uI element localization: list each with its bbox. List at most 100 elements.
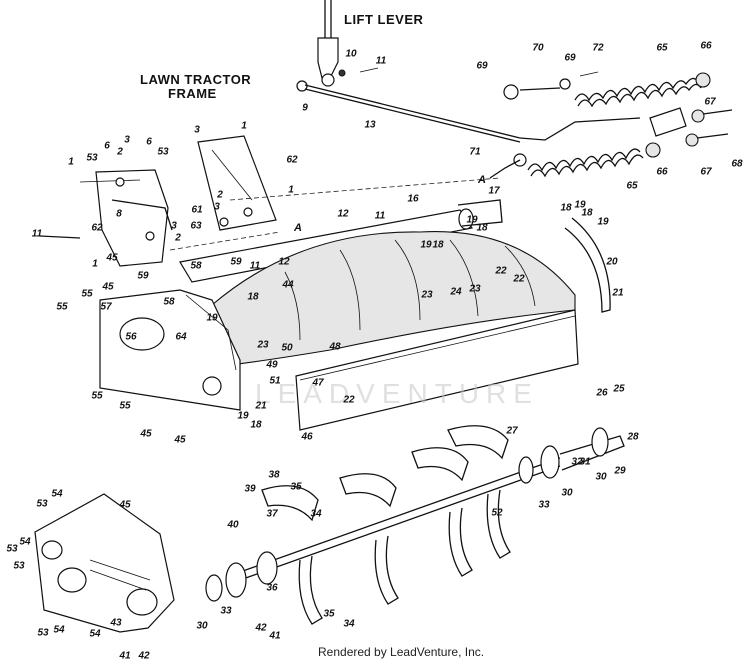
callout-1d: 1: [92, 258, 98, 270]
hitch-bracket-left: [39, 169, 173, 267]
callout-19d: 19: [574, 199, 586, 211]
callout-23a: 23: [257, 339, 269, 351]
callout-45c: 45: [140, 428, 152, 440]
callout-11b: 11: [31, 228, 43, 240]
callout-65a: 65: [656, 42, 668, 54]
callout-30b: 30: [561, 487, 573, 499]
callout-6b: 6: [146, 136, 152, 148]
callout-22c: 22: [343, 394, 355, 406]
callout-63: 63: [190, 220, 202, 232]
callout-58b: 58: [163, 296, 175, 308]
footer-credit: Rendered by LeadVenture, Inc.: [318, 645, 485, 659]
callout-18d: 18: [560, 202, 572, 214]
callout-12a: 12: [337, 208, 349, 220]
callout-66a: 66: [700, 40, 712, 52]
callout-69a: 69: [476, 60, 488, 72]
spring-lower: [489, 107, 733, 179]
callout-11d: 11: [249, 260, 261, 272]
callout-53c: 53: [36, 498, 48, 510]
callout-53f: 53: [37, 627, 49, 639]
callout-62b: 62: [91, 222, 103, 234]
left-side-plate: [99, 289, 241, 411]
callout-47: 47: [312, 377, 324, 389]
callout-65b: 65: [626, 180, 638, 192]
callout-9: 9: [302, 102, 308, 114]
callout-45a: 45: [106, 252, 118, 264]
callout-11a: 11: [375, 55, 387, 67]
callout-23b: 23: [421, 289, 433, 301]
callout-20: 20: [606, 256, 618, 268]
callout-48: 48: [329, 341, 341, 353]
callout-62a: 62: [286, 154, 298, 166]
chain-drive-housing: [34, 493, 175, 633]
callout-42a: 42: [255, 622, 267, 634]
callout-11c: 11: [374, 210, 386, 222]
callout-35a: 35: [290, 481, 302, 493]
callout-61: 61: [191, 204, 203, 216]
callout-28: 28: [627, 431, 639, 443]
callout-43: 43: [110, 617, 122, 629]
callout-31: 31: [579, 456, 591, 468]
callout-42b: 42: [138, 650, 150, 662]
callout-37: 37: [266, 508, 278, 520]
spring-upper: [503, 71, 711, 108]
callout-54b: 54: [19, 536, 31, 548]
callout-66b: 66: [656, 166, 668, 178]
callout-40: 40: [227, 519, 239, 531]
callout-53e: 53: [13, 560, 25, 572]
callout-13: 13: [364, 119, 376, 131]
callout-19b: 19: [420, 239, 432, 251]
callout-19c: 19: [466, 214, 478, 226]
callout-18f: 18: [250, 419, 262, 431]
callout-64: 64: [175, 331, 187, 343]
callout-8: 8: [116, 208, 122, 220]
callout-45b: 45: [102, 281, 114, 293]
callout-41a: 41: [269, 630, 281, 642]
callout-52: 52: [491, 507, 503, 519]
callout-68: 68: [731, 158, 743, 170]
callout-2b: 2: [217, 189, 223, 201]
callout-71: 71: [469, 146, 481, 158]
callout-1b: 1: [68, 156, 74, 168]
callout-19a: 19: [206, 312, 218, 324]
callout-21b: 21: [255, 400, 267, 412]
callout-18e: 18: [581, 207, 593, 219]
lift-rod: [296, 80, 641, 143]
callout-54c: 54: [53, 624, 65, 636]
callout-10: 10: [345, 48, 357, 60]
callout-36: 36: [266, 582, 278, 594]
callout-18a: 18: [247, 291, 259, 303]
callout-55d: 55: [119, 400, 131, 412]
callout-2c: 2: [175, 232, 181, 244]
callout-A1: A: [478, 174, 486, 186]
callout-24: 24: [450, 286, 462, 298]
callout-30a: 30: [595, 471, 607, 483]
callout-17: 17: [488, 185, 500, 197]
callout-3c: 3: [214, 201, 220, 213]
callout-54a: 54: [51, 488, 63, 500]
callout-12b: 12: [278, 256, 290, 268]
center-mount-plate: [197, 135, 277, 231]
callout-25: 25: [613, 383, 625, 395]
callout-50: 50: [281, 342, 293, 354]
callout-38: 38: [268, 469, 280, 481]
callout-27: 27: [506, 425, 518, 437]
callout-41b: 41: [119, 650, 131, 662]
callout-6a: 6: [104, 140, 110, 152]
callout-23c: 23: [469, 283, 481, 295]
callout-26: 26: [596, 387, 608, 399]
callout-33b: 33: [220, 605, 232, 617]
callout-32: 32: [571, 456, 583, 468]
callout-45d: 45: [174, 434, 186, 446]
callout-53a: 53: [157, 146, 169, 158]
callout-70: 70: [532, 42, 544, 54]
tiller-hood: [211, 199, 611, 431]
callout-3d: 3: [171, 220, 177, 232]
callout-16: 16: [407, 193, 419, 205]
callout-1c: 1: [288, 184, 294, 196]
callout-33a: 33: [538, 499, 550, 511]
callout-49: 49: [266, 359, 278, 371]
callout-44: 44: [282, 279, 294, 291]
callout-57: 57: [100, 301, 112, 313]
